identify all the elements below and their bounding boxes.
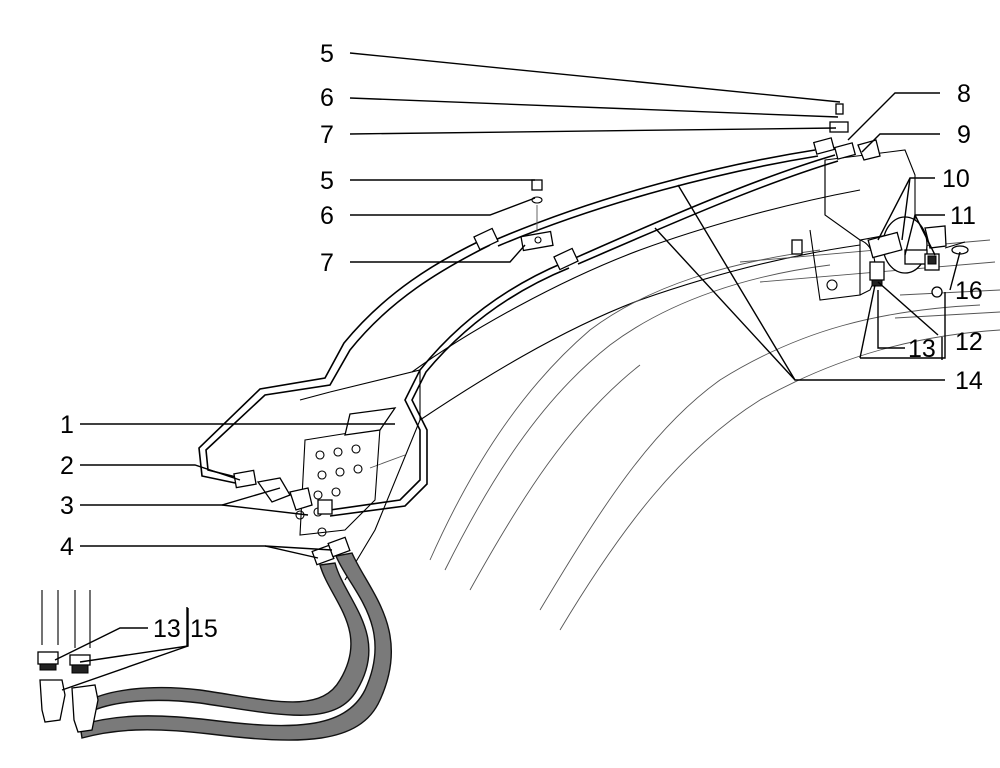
pipe-nut bbox=[812, 137, 836, 155]
callout-1: 1 bbox=[60, 411, 74, 439]
callout-4: 4 bbox=[60, 533, 74, 561]
right-side-fittings bbox=[791, 216, 969, 298]
callout-6-lower: 6 bbox=[320, 202, 334, 230]
flexible-hose-pair bbox=[79, 536, 392, 741]
hose-end-fittings bbox=[37, 590, 99, 733]
callout-15: 15 bbox=[190, 615, 218, 643]
clamp-plate bbox=[344, 407, 397, 436]
callout-12: 12 bbox=[955, 328, 983, 356]
callout-5-lower: 5 bbox=[320, 167, 334, 195]
callout-14: 14 bbox=[955, 367, 983, 395]
pipe-nut bbox=[833, 142, 857, 160]
rigid-pipe-left bbox=[198, 237, 491, 485]
callout-16: 16 bbox=[955, 277, 983, 305]
callout-labels: 5 6 7 5 6 7 8 9 10 11 16 13 12 14 1 2 3 … bbox=[60, 40, 983, 643]
callout-10: 10 bbox=[942, 165, 970, 193]
callout-13-left: 13 bbox=[153, 615, 181, 643]
leader-lines bbox=[54, 52, 961, 691]
callout-7-upper: 7 bbox=[320, 121, 334, 149]
clamp-block bbox=[829, 103, 849, 133]
callout-11: 11 bbox=[950, 202, 976, 230]
callout-8: 8 bbox=[957, 80, 971, 108]
callout-5-upper: 5 bbox=[320, 40, 334, 68]
callout-7-lower: 7 bbox=[320, 249, 334, 277]
callout-2: 2 bbox=[60, 452, 74, 480]
clamp-block bbox=[520, 179, 554, 252]
pipe-nut bbox=[473, 227, 499, 251]
callout-13-right: 13 bbox=[908, 335, 936, 363]
mounting-plate bbox=[295, 427, 381, 537]
callout-3: 3 bbox=[60, 492, 74, 520]
callout-6-upper: 6 bbox=[320, 84, 334, 112]
bracket-marks bbox=[186, 337, 943, 646]
elbow-fitting bbox=[233, 139, 881, 515]
callout-9: 9 bbox=[957, 121, 971, 149]
pipe-nut bbox=[553, 247, 579, 271]
rigid-pipe-right bbox=[329, 261, 570, 517]
boom-frame-outline bbox=[299, 189, 1000, 631]
